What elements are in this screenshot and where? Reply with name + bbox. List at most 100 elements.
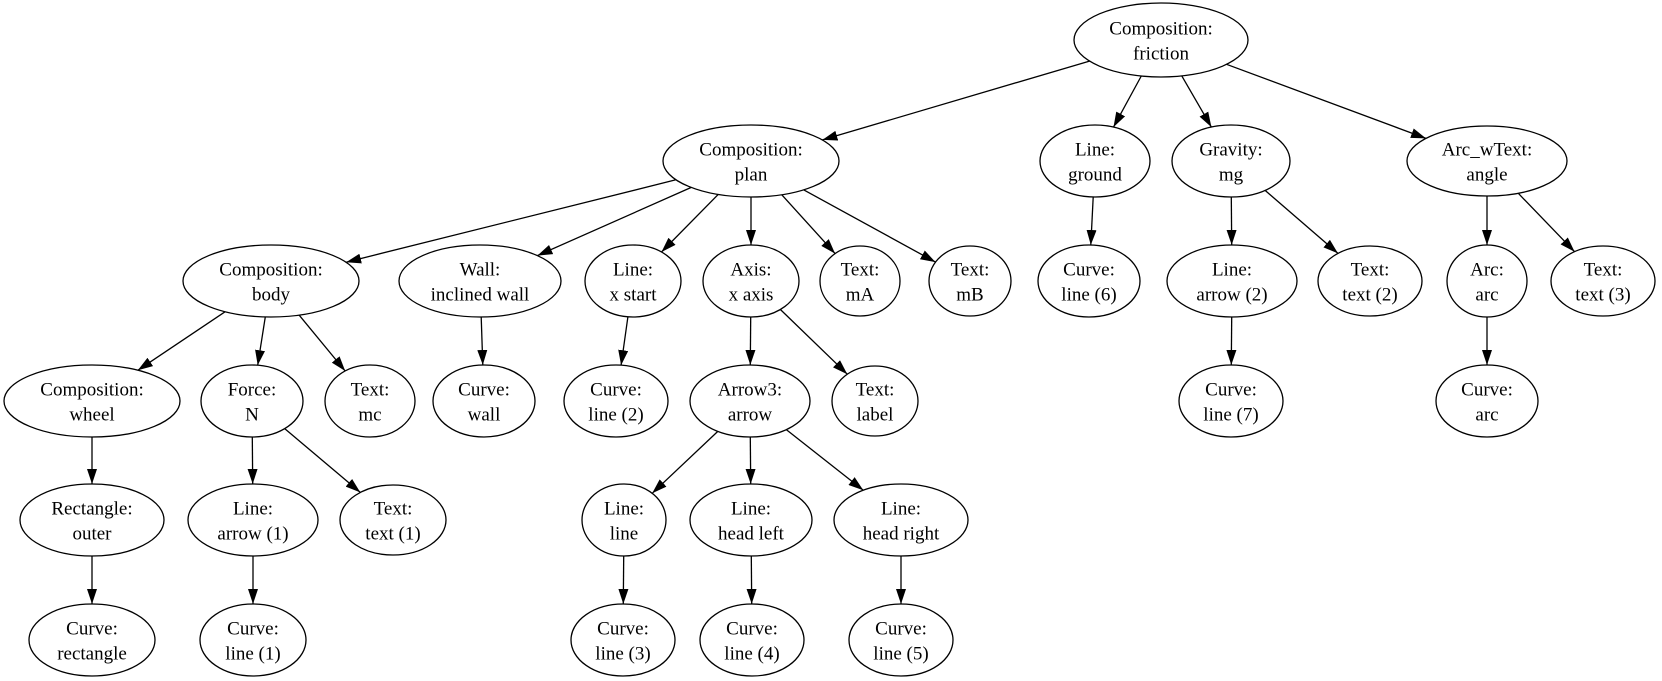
node-label-carc-type: Curve: (1461, 380, 1513, 401)
node-shape-line6 (1037, 244, 1141, 318)
node-shape-arc (1446, 244, 1528, 318)
node-arrow1: Line:arrow (1) (187, 483, 319, 557)
node-label-plan-name: plan (735, 165, 768, 186)
node-xstart: Line:x start (584, 244, 682, 318)
edge-xaxis-label (779, 309, 848, 375)
edge-plan-wall (537, 186, 692, 257)
node-label-line6-type: Curve: (1063, 260, 1115, 281)
node-label-outer-name: outer (72, 524, 112, 545)
node-curvewall: Curve:wall (432, 364, 536, 438)
edge-plan-mA (781, 194, 836, 255)
node-mA: Text:mA (819, 245, 901, 317)
node-label-plan-type: Composition: (699, 140, 802, 161)
node-shape-arrow1 (187, 483, 319, 557)
edge-arrow3-headright (785, 429, 864, 491)
node-mg: Gravity:mg (1171, 124, 1291, 198)
node-label-cline4-name: line (4) (724, 644, 779, 665)
node-label-cline1-type: Curve: (227, 619, 279, 640)
node-label-cline5-type: Curve: (875, 619, 927, 640)
node-shape-wheel (3, 364, 181, 438)
node-label-mg-type: Gravity: (1199, 140, 1262, 161)
node-label-lline-name: line (610, 524, 639, 545)
node-lline: Line:line (581, 483, 667, 557)
node-shape-xaxis (702, 244, 800, 318)
edge-friction-mg (1181, 75, 1212, 128)
node-crect: Curve:rectangle (28, 603, 156, 677)
node-xaxis: Axis:x axis (702, 244, 800, 318)
node-label-angle-name: angle (1466, 165, 1507, 186)
node-label-arc-type: Arc: (1470, 260, 1504, 281)
node-label-cline3-type: Curve: (597, 619, 649, 640)
node-shape-arrow2 (1166, 244, 1298, 318)
node-label-cline3-name: line (3) (595, 644, 650, 665)
node-shape-label (831, 365, 919, 437)
node-shape-plan (662, 124, 840, 198)
node-label-label-name: label (857, 405, 894, 426)
edge-mg-text2 (1264, 189, 1339, 254)
node-label-xstart-name: x start (610, 285, 658, 306)
edge-friction-ground (1112, 75, 1142, 128)
node-shape-angle (1406, 125, 1568, 197)
node-label-text1-type: Text: (374, 499, 413, 520)
node-label-wall-name: inclined wall (431, 285, 530, 306)
node-label-text1-name: text (1) (365, 524, 420, 545)
node-label-mB-type: Text: (951, 260, 990, 281)
node-mB: Text: mB (928, 245, 1012, 317)
node-shape-headleft (689, 483, 813, 557)
node-label-mc-type: Text: (351, 380, 390, 401)
node-label-arrow3-name: arrow (728, 405, 773, 426)
node-arc: Arc: arc (1446, 244, 1528, 318)
node-ground: Line:ground (1039, 124, 1151, 198)
node-text2: Text:text (2) (1317, 245, 1423, 317)
node-label-cline2-name: line (2) (588, 405, 643, 426)
node-label-body-name: body (252, 285, 291, 306)
edge-friction-plan (822, 60, 1090, 141)
edge-body-forceN (255, 316, 266, 366)
node-label-arrow1-type: Line: (233, 499, 273, 520)
node-wheel: Composition: wheel (3, 364, 181, 438)
node-label-mA-type: Text: (841, 260, 880, 281)
node-label-mc-name: mc (358, 405, 381, 426)
node-label-crect-name: rectangle (57, 644, 127, 665)
node-label-friction-type: Composition: (1109, 19, 1212, 40)
node-label-forceN-type: Force: (228, 380, 277, 401)
node-label-cline7-type: Curve: (1205, 380, 1257, 401)
node-label-text2-type: Text: (1351, 260, 1390, 281)
node-label-wheel-type: Composition: (40, 380, 143, 401)
node-shape-cline3 (570, 603, 676, 677)
node-body: Composition:body (182, 244, 360, 318)
node-shape-cline1 (199, 603, 307, 677)
node-label-headright-type: Line: (881, 499, 921, 520)
node-label-mB-name: mB (956, 285, 983, 306)
node-cline2: Curve: line (2) (563, 364, 669, 438)
node-shape-headright (833, 483, 969, 557)
node-shape-text2 (1317, 245, 1423, 317)
node-label-cline7-name: line (7) (1203, 405, 1258, 426)
node-plan: Composition: plan (662, 124, 840, 198)
node-label-cline1-name: line (1) (225, 644, 280, 665)
node-shape-body (182, 244, 360, 318)
node-friction: Composition: friction (1073, 2, 1249, 78)
node-shape-cline4 (699, 603, 805, 677)
node-shape-cline5 (848, 603, 954, 677)
node-arrow2: Line:arrow (2) (1166, 244, 1298, 318)
node-label-arc-name: arc (1475, 285, 1498, 306)
node-shape-cline7 (1178, 364, 1284, 438)
node-label-cline2-type: Curve: (590, 380, 642, 401)
node-headleft: Line:head left (689, 483, 813, 557)
node-cline1: Curve: line (1) (199, 603, 307, 677)
edge-arrow3-lline (651, 430, 719, 494)
node-label-text3-type: Text: (1584, 260, 1623, 281)
node-label-friction-name: friction (1133, 44, 1189, 65)
node-shape-curvewall (432, 364, 536, 438)
node-shape-cline2 (563, 364, 669, 438)
edge-xstart-cline2 (618, 316, 629, 366)
node-label-headleft-name: head left (718, 524, 785, 545)
node-label-wheel-name: wheel (69, 405, 114, 426)
node-text3: Text:text (3) (1550, 245, 1656, 317)
node-cline4: Curve:line (4) (699, 603, 805, 677)
node-cline5: Curve:line (5) (848, 603, 954, 677)
edge-forceN-text1 (284, 428, 361, 493)
node-label-arrow2-name: arrow (2) (1196, 285, 1267, 306)
